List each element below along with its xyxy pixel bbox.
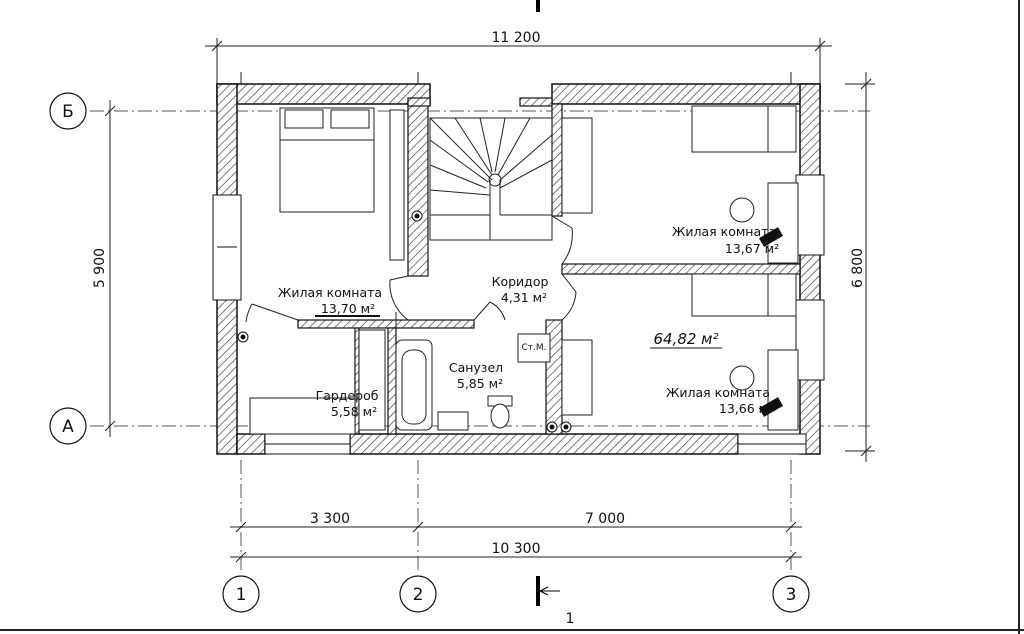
riser-label: Ст.М. (521, 343, 546, 353)
dim-right-height: 6 800 (850, 248, 866, 288)
room-wardrobe-area: 5,58 м² (331, 404, 377, 419)
furniture (249, 105, 799, 435)
section-mark (536, 576, 560, 606)
room-bedroom-3-name: Жилая комната (666, 385, 770, 400)
axis-bubbles (49, 92, 810, 613)
riser-markers (237, 210, 572, 433)
axis-label-1: 1 (236, 585, 247, 605)
room-bedroom-3-area: 13,66 м² (719, 401, 773, 416)
room-corridor-area: 4,31 м² (501, 290, 547, 305)
dim-bottom-left: 3 300 (310, 511, 350, 527)
room-bedroom-2-area: 13,67 м² (725, 241, 779, 256)
total-area: 64,82 м² (653, 330, 718, 348)
room-bedroom-1-name: Жилая комната (278, 285, 382, 300)
axis-grid (90, 110, 870, 572)
doors (245, 215, 577, 328)
axis-label-3: 3 (786, 585, 797, 605)
axis-label-a: А (62, 417, 74, 437)
dim-left-height: 5 900 (92, 248, 108, 288)
room-bedroom-2-name: Жилая комната (672, 224, 776, 239)
desk-chair-dark-2 (758, 397, 784, 417)
room-bathroom-name: Санузел (449, 360, 503, 375)
windows (212, 174, 825, 455)
axis-label-2: 2 (413, 585, 424, 605)
room-bathroom-area: 5,85 м² (457, 376, 503, 391)
room-bedroom-1-area: 13,70 м² (321, 301, 375, 316)
room-corridor-name: Коридор (492, 274, 549, 289)
dim-top-overall: 11 200 (492, 30, 541, 46)
section-mark-label: 1 (566, 611, 575, 627)
dim-bottom-right: 7 000 (585, 511, 625, 527)
desk-chair-dark (758, 227, 784, 247)
dim-bottom-overall: 10 300 (492, 541, 541, 557)
staircase (429, 117, 553, 241)
axis-label-b: Б (62, 102, 74, 122)
room-wardrobe-name: Гардероб (316, 388, 379, 403)
